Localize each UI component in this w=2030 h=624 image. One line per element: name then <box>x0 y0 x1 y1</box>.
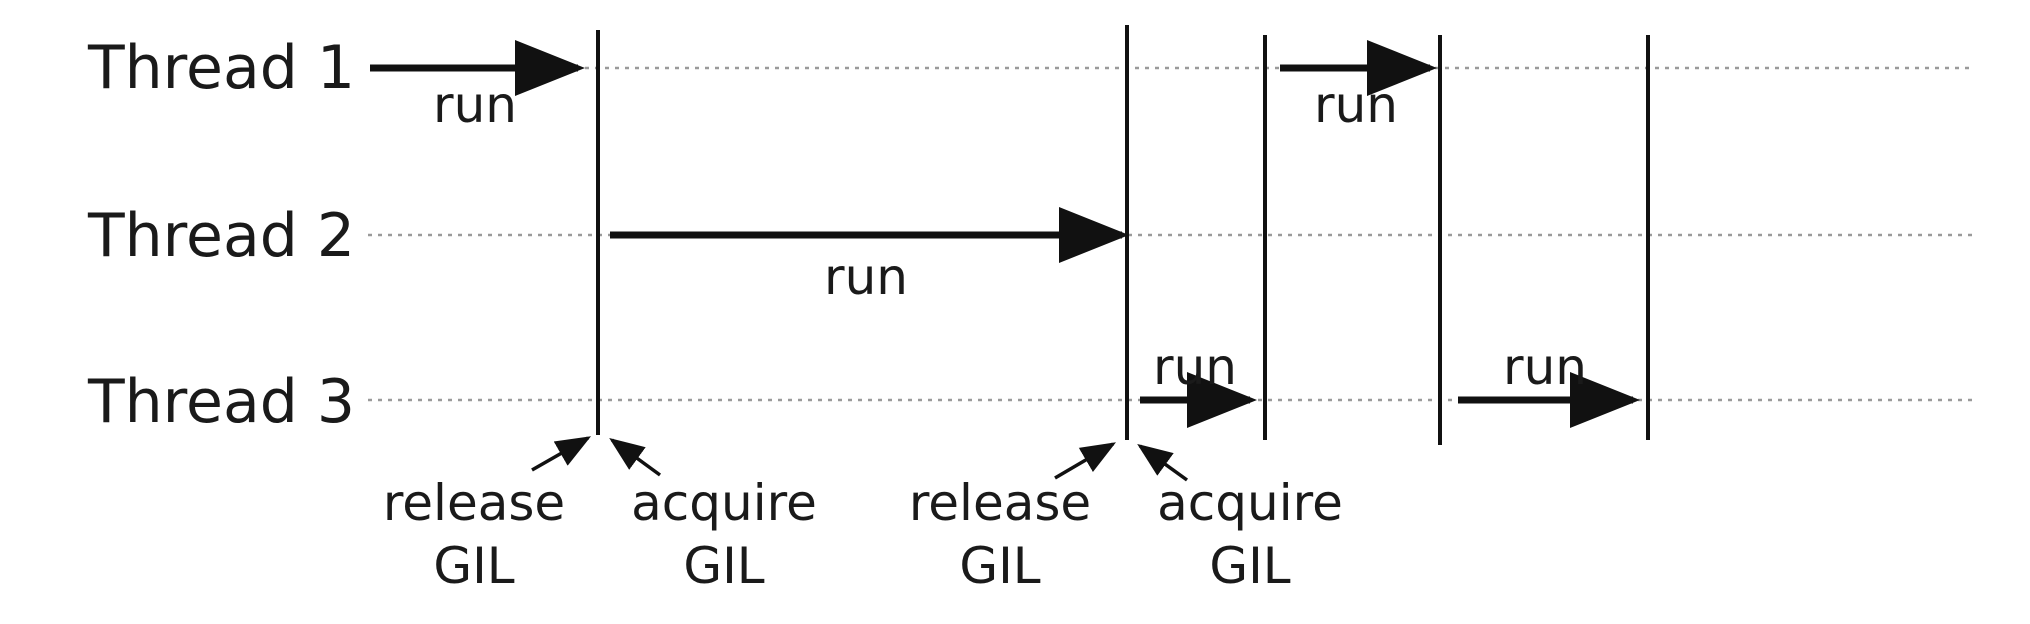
thread-3-label: Thread 3 <box>88 367 356 437</box>
annotation-line-2: GIL <box>433 536 515 595</box>
run-label-thread-3-a: run <box>1153 338 1237 396</box>
annotation-line-2: GIL <box>683 536 765 595</box>
annotation-line-1: release <box>382 474 566 532</box>
run-label-thread-1-a: run <box>433 76 517 134</box>
annotation-line-2: GIL <box>1209 536 1291 595</box>
release-pointer-1 <box>531 436 592 472</box>
annotation-line-1: release <box>908 474 1092 532</box>
acquire-gil-annotation-1: acquire GIL <box>631 472 817 597</box>
run-label-thread-3-b: run <box>1503 338 1587 396</box>
annotation-line-2: GIL <box>959 536 1041 595</box>
acquire-gil-annotation-2: acquire GIL <box>1157 472 1343 597</box>
annotation-line-1: acquire <box>1157 474 1343 532</box>
run-label-thread-2: run <box>824 248 908 306</box>
thread-2-label: Thread 2 <box>88 201 356 271</box>
annotation-line-1: acquire <box>631 474 817 532</box>
acquire-pointer-2 <box>1137 443 1189 482</box>
acquire-pointer-1 <box>609 437 662 477</box>
thread-1-label: Thread 1 <box>88 33 356 103</box>
release-pointer-2 <box>1054 442 1117 480</box>
run-label-thread-1-b: run <box>1314 76 1398 134</box>
release-gil-annotation-2: release GIL <box>909 472 1091 597</box>
release-gil-annotation-1: release GIL <box>383 472 565 597</box>
